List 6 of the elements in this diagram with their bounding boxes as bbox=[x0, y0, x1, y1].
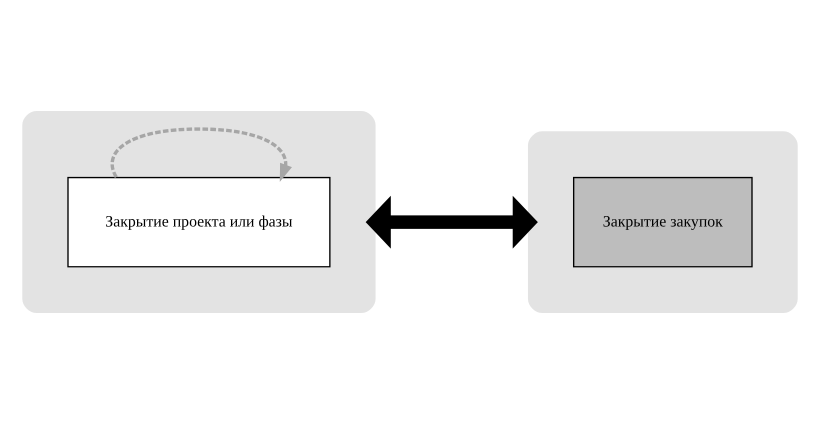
node-box: Закрытие проекта или фазы bbox=[67, 176, 331, 268]
arrow bbox=[366, 196, 538, 249]
cluster bbox=[528, 131, 798, 314]
node-box: Закрытие закупок bbox=[572, 176, 753, 268]
cluster bbox=[22, 110, 376, 314]
arrow bbox=[110, 127, 292, 182]
